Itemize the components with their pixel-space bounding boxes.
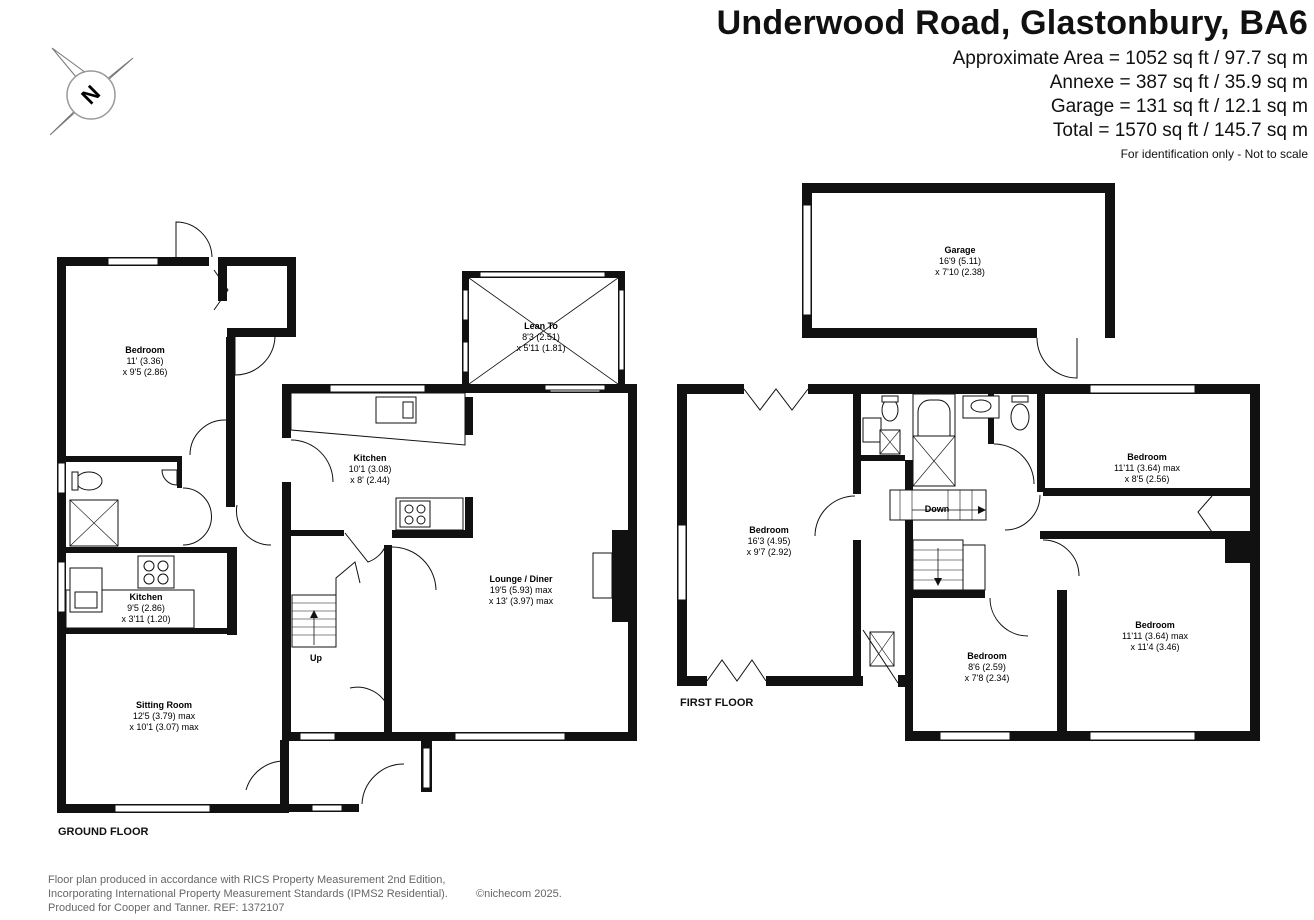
svg-text:Bedroom: Bedroom bbox=[749, 525, 789, 535]
svg-text:11'11 (3.64) max: 11'11 (3.64) max bbox=[1114, 463, 1180, 473]
room-label-lounge-diner: Lounge / Diner 19'5 (5.93) max x 13' (3.… bbox=[489, 574, 554, 606]
garage-area: Garage = 131 sq ft / 12.1 sq m bbox=[1050, 96, 1308, 117]
first-floor-label: FIRST FLOOR bbox=[680, 697, 754, 709]
compass-icon: N bbox=[49, 47, 134, 136]
svg-text:16'9 (5.11): 16'9 (5.11) bbox=[939, 256, 981, 266]
svg-text:8'3 (2.51): 8'3 (2.51) bbox=[522, 332, 560, 342]
svg-text:x 5'11 (1.81): x 5'11 (1.81) bbox=[516, 343, 565, 353]
room-label-sitting-room: Sitting Room 12'5 (3.79) max x 10'1 (3.0… bbox=[129, 700, 199, 732]
room-label-bedroom-first-small: Bedroom 8'6 (2.59) x 7'8 (2.34) bbox=[965, 651, 1010, 683]
approximate-area: Approximate Area = 1052 sq ft / 97.7 sq … bbox=[952, 48, 1308, 69]
footer: Floor plan produced in accordance with R… bbox=[48, 873, 562, 915]
annexe-fixtures bbox=[65, 469, 195, 629]
room-label-bedroom-first-bottom-right: Bedroom 11'11 (3.64) max x 11'4 (3.46) bbox=[1122, 620, 1188, 652]
svg-text:x 8'5 (2.56): x 8'5 (2.56) bbox=[1125, 474, 1170, 484]
svg-text:Lean To: Lean To bbox=[524, 321, 558, 331]
room-label-kitchen: Kitchen 10'1 (3.08) x 8' (2.44) bbox=[349, 453, 392, 485]
svg-text:Lounge / Diner: Lounge / Diner bbox=[490, 574, 553, 584]
stairs-up-label: Up bbox=[310, 653, 322, 663]
svg-text:19'5 (5.93) max: 19'5 (5.93) max bbox=[490, 585, 553, 595]
svg-text:9'5 (2.86): 9'5 (2.86) bbox=[127, 603, 165, 613]
main-house-windows bbox=[299, 384, 601, 812]
annexe-walls bbox=[57, 257, 296, 813]
room-label-lean-to: Lean To 8'3 (2.51) x 5'11 (1.81) bbox=[516, 321, 565, 353]
footer-credit: ©nichecom 2025. bbox=[476, 888, 562, 900]
main-house-fixtures bbox=[290, 392, 613, 648]
svg-text:16'3 (4.95): 16'3 (4.95) bbox=[748, 536, 791, 546]
svg-text:Sitting Room: Sitting Room bbox=[136, 700, 192, 710]
svg-text:x 7'8 (2.34): x 7'8 (2.34) bbox=[965, 673, 1010, 683]
svg-text:x 9'5 (2.86): x 9'5 (2.86) bbox=[123, 367, 168, 377]
room-label-garage: Garage 16'9 (5.11) x 7'10 (2.38) bbox=[935, 245, 985, 277]
svg-text:x 8' (2.44): x 8' (2.44) bbox=[350, 475, 390, 485]
first-floor-windows bbox=[677, 384, 1196, 741]
svg-text:Bedroom: Bedroom bbox=[1127, 452, 1167, 462]
annexe-doors bbox=[175, 221, 287, 791]
svg-text:x 7'10 (2.38): x 7'10 (2.38) bbox=[935, 267, 985, 277]
total-area: Total = 1570 sq ft / 145.7 sq m bbox=[1052, 120, 1308, 141]
svg-text:Kitchen: Kitchen bbox=[353, 453, 386, 463]
property-title: Underwood Road, Glastonbury, BA6 bbox=[716, 4, 1308, 42]
svg-text:Bedroom: Bedroom bbox=[125, 345, 165, 355]
svg-text:Garage: Garage bbox=[944, 245, 975, 255]
lean-to bbox=[462, 271, 625, 391]
stairs-down-label: Down bbox=[925, 504, 950, 514]
room-label-bedroom-annexe: Bedroom 11' (3.36) x 9'5 (2.86) bbox=[123, 345, 168, 377]
annexe-windows bbox=[57, 257, 211, 813]
ground-floor-label: GROUND FLOOR bbox=[58, 826, 149, 838]
svg-text:x 3'11 (1.20): x 3'11 (1.20) bbox=[121, 614, 170, 624]
svg-text:x 11'4 (3.46): x 11'4 (3.46) bbox=[1130, 642, 1179, 652]
svg-text:11'11 (3.64) max: 11'11 (3.64) max bbox=[1122, 631, 1188, 641]
room-label-bedroom-first-left: Bedroom 16'3 (4.95) x 9'7 (2.92) bbox=[747, 525, 792, 557]
room-label-kitchen-annexe: Kitchen 9'5 (2.86) x 3'11 (1.20) bbox=[121, 592, 170, 624]
scale-note: For identification only - Not to scale bbox=[1120, 147, 1308, 161]
svg-text:Kitchen: Kitchen bbox=[129, 592, 162, 602]
svg-text:x 13' (3.97) max: x 13' (3.97) max bbox=[489, 596, 554, 606]
svg-text:Bedroom: Bedroom bbox=[1135, 620, 1175, 630]
svg-text:10'1 (3.08): 10'1 (3.08) bbox=[349, 464, 392, 474]
svg-text:x 9'7 (2.92): x 9'7 (2.92) bbox=[747, 547, 792, 557]
first-floor-fixtures bbox=[862, 393, 1030, 667]
room-label-bedroom-first-top-right: Bedroom 11'11 (3.64) max x 8'5 (2.56) bbox=[1114, 452, 1180, 484]
footer-line-3: Produced for Cooper and Tanner. REF: 137… bbox=[48, 902, 285, 914]
first-floor-doors bbox=[706, 388, 1213, 684]
garage-walls bbox=[802, 183, 1115, 379]
svg-text:11' (3.36): 11' (3.36) bbox=[126, 356, 163, 366]
footer-line-1: Floor plan produced in accordance with R… bbox=[48, 874, 446, 886]
annexe-area: Annexe = 387 sq ft / 35.9 sq m bbox=[1049, 72, 1308, 93]
main-house-doors bbox=[290, 439, 437, 805]
svg-text:x 10'1 (3.07) max: x 10'1 (3.07) max bbox=[129, 722, 199, 732]
svg-text:12'5 (3.79) max: 12'5 (3.79) max bbox=[133, 711, 196, 721]
svg-text:8'6 (2.59): 8'6 (2.59) bbox=[968, 662, 1006, 672]
footer-line-2: Incorporating International Property Mea… bbox=[48, 888, 448, 900]
svg-text:Bedroom: Bedroom bbox=[967, 651, 1007, 661]
